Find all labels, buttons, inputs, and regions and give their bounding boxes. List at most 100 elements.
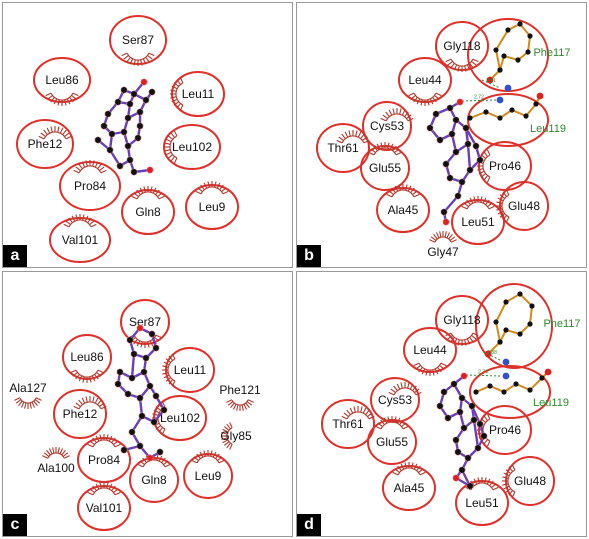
- ligand-carbon-atom: [114, 98, 122, 106]
- hydrophobic-arc: [461, 196, 495, 210]
- hydrogen-bond: [481, 79, 501, 89]
- side-chain-atom: [483, 109, 489, 115]
- hydrophobic-arc: [42, 447, 70, 459]
- nitrogen-atom: [502, 372, 510, 380]
- ligand-carbon-atom: [440, 208, 448, 216]
- hydrophobic-arc: [502, 464, 516, 498]
- oxygen-atom: [486, 76, 494, 84]
- ligand-carbon-atom: [148, 330, 156, 338]
- hydrophobic-arc: [38, 126, 72, 140]
- side-chain-atom: [517, 331, 523, 337]
- ligand-carbon-atom: [130, 168, 138, 176]
- hydrophobic-arc: [413, 362, 447, 376]
- ligand-bond: [466, 143, 472, 171]
- ligand-oxygen-atom: [452, 474, 460, 482]
- residue-label-cys53: Cys53: [378, 393, 412, 407]
- hydrophobic-arc: [221, 422, 233, 450]
- residue-label-gln8: Gln8: [141, 473, 167, 487]
- residue-label-val101: Val101: [86, 501, 123, 515]
- side-chain-atom: [517, 21, 523, 27]
- ligand-carbon-atom: [442, 160, 450, 168]
- side-chain-atom: [501, 389, 507, 395]
- hydrophobic-arc: [121, 52, 155, 66]
- ligand-carbon-atom: [114, 380, 122, 388]
- ligand-carbon-atom: [448, 130, 456, 138]
- ligand-carbon-atom: [470, 416, 478, 424]
- side-chain-atom: [529, 303, 535, 309]
- ligand-oxygen-atom: [146, 166, 154, 174]
- ligand-carbon-atom: [108, 130, 116, 138]
- ligand-carbon-atom: [444, 414, 452, 422]
- ligand-carbon-atom: [432, 110, 440, 118]
- ligand-oxygen-atom: [442, 218, 450, 226]
- residue-label-gly47: Gly47: [427, 245, 459, 259]
- ligand-carbon-atom: [474, 444, 482, 452]
- ligand-carbon-atom: [126, 156, 134, 164]
- residue-label-ala100: Ala100: [37, 461, 75, 475]
- hbond-distance: 2.88: [487, 350, 497, 356]
- residue-ring-cys53: [362, 101, 412, 151]
- ligand-carbon-atom: [468, 402, 476, 410]
- ligand-oxygen-atom: [456, 98, 464, 106]
- ligand-carbon-atom: [454, 192, 462, 200]
- residue-label-leu86: Leu86: [45, 73, 79, 87]
- hydrophobic-arc: [14, 397, 42, 409]
- residue-ring-thr61: [316, 123, 370, 173]
- ligand-carbon-atom: [124, 114, 132, 122]
- ligand-carbon-atom: [464, 454, 472, 462]
- ligand-carbon-atom: [100, 122, 108, 130]
- ligand-carbon-atom: [472, 142, 480, 150]
- ligand-oxygen-atom: [136, 324, 144, 332]
- hydrophobic-arc: [375, 416, 409, 430]
- hydrophobic-arc: [336, 130, 370, 144]
- hbond-distance: 2.91: [486, 78, 496, 84]
- oxygen-atom: [536, 92, 544, 100]
- ligand-carbon-atom: [124, 390, 132, 398]
- hbond-distance: 2.72: [474, 95, 484, 101]
- residue-label-gly118: Gly118: [443, 313, 480, 327]
- ligand-carbon-atom: [136, 394, 144, 402]
- ligand-carbon-atom: [150, 418, 158, 426]
- residue-ring-leu119: [467, 93, 549, 147]
- hydrophobic-arc: [477, 413, 491, 447]
- hydrophobic-arc: [170, 77, 184, 111]
- panel-a-frame: [2, 2, 293, 268]
- ligand-c: [114, 324, 168, 462]
- side-chain-atom: [473, 389, 479, 395]
- hydrophobic-arc: [388, 382, 422, 396]
- hydrophobic-arc: [87, 482, 121, 496]
- ligand-bond: [470, 405, 482, 425]
- ligand-carbon-atom: [436, 402, 444, 410]
- ligand-carbon-atom: [116, 368, 124, 376]
- residue-ring-leu119: [469, 365, 551, 419]
- hydrophobic-arc: [73, 396, 107, 410]
- hydrophobic-arc: [380, 108, 414, 122]
- panel-b: Phe117Leu1192.912.72Gly118Leu44Cys53Thr6…: [316, 18, 571, 259]
- panel-b-frame: [296, 2, 587, 268]
- hydrophobic-arc: [392, 462, 426, 476]
- ligand-carbon-atom: [476, 156, 484, 164]
- ligand-carbon-atom: [128, 428, 136, 436]
- hydrophobic-arc: [162, 353, 176, 387]
- residue-label-leu9: Leu9: [195, 469, 222, 483]
- hydrophobic-arc: [368, 142, 402, 156]
- residue-label-leu44: Leu44: [413, 343, 447, 357]
- residue-label-leu51: Leu51: [461, 215, 495, 229]
- ligand-carbon-atom: [436, 136, 444, 144]
- ligand-carbon-atom: [464, 140, 472, 148]
- nitrogen-atom: [496, 96, 504, 104]
- hydrogen-bond: [465, 374, 501, 377]
- residue-label-leu11: Leu11: [182, 87, 215, 101]
- ligand-carbon-atom: [138, 412, 146, 420]
- ligand-carbon-atom: [476, 420, 484, 428]
- ligand-carbon-atom: [156, 448, 164, 456]
- residue-label-gln8: Gln8: [135, 205, 161, 219]
- panel-label-d: d: [297, 514, 321, 536]
- side-chain-atom: [501, 53, 507, 59]
- side-chain-atom: [493, 47, 499, 53]
- side-chain-atom: [503, 299, 509, 305]
- side-chain-atom: [467, 115, 473, 121]
